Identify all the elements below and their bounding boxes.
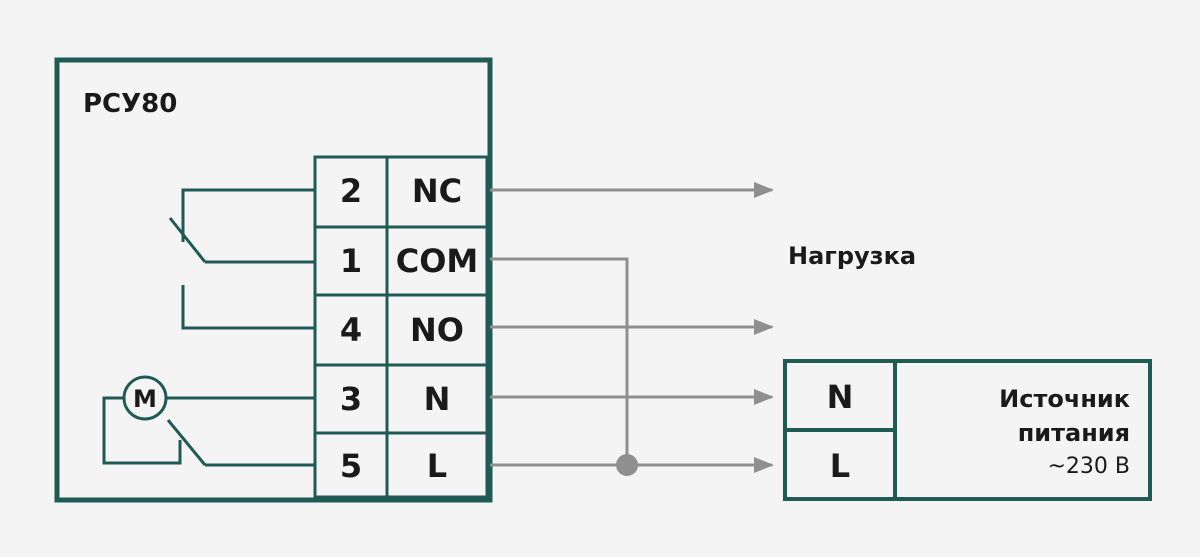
motor-wiring: [102, 396, 315, 467]
wire-com: [490, 257, 629, 465]
terminal-number-2: 2: [340, 172, 362, 210]
motor-switch-contact-icon: [166, 419, 207, 466]
source-terminal-n: N: [827, 378, 854, 416]
terminal-signal-no: NO: [410, 311, 464, 349]
terminal-number-1: 1: [340, 242, 362, 280]
terminal-number-3: 3: [340, 380, 362, 418]
load-label: Нагрузка: [788, 242, 916, 270]
terminal-number-5: 5: [340, 447, 362, 485]
external-wires: [490, 182, 774, 473]
source-label-line-1: Источник: [999, 385, 1130, 413]
terminal-number-4: 4: [340, 311, 362, 349]
relay-contact-wiring: [168, 188, 315, 330]
device-frame: [54, 57, 493, 503]
source-terminal-l: L: [830, 447, 850, 485]
source-label-line-3: ~230 В: [1047, 454, 1130, 479]
terminal-signal-n: N: [424, 380, 451, 418]
switch-contact-icon: [168, 217, 207, 263]
source-label-line-2: питания: [1018, 419, 1130, 447]
motor-label: M: [133, 385, 157, 413]
device-title: РСУ80: [83, 89, 177, 119]
junction-dot-icon: [616, 454, 638, 476]
terminal-signal-com: COM: [396, 242, 479, 280]
terminal-signal-l: L: [427, 447, 447, 485]
terminal-signal-nc: NC: [412, 172, 462, 210]
motor-icon: [122, 375, 168, 421]
power-source-box: [783, 359, 1152, 501]
terminal-block: [313, 155, 489, 499]
